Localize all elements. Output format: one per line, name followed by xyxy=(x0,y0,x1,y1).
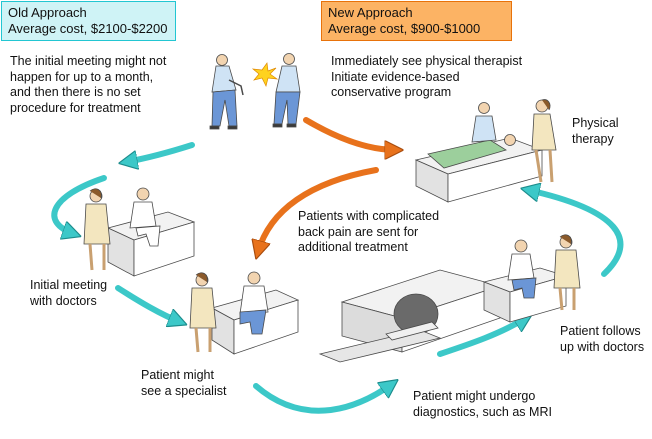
physical-therapy-label-line: Physical xyxy=(572,116,619,130)
old-approach-description: The initial meeting might not happen for… xyxy=(10,54,166,116)
diagnostics-label-line: Patient might undergo xyxy=(413,389,536,403)
arrow-mri-to-followup xyxy=(437,318,526,357)
specialist-scene xyxy=(189,271,300,355)
old-description-line: The initial meeting might not xyxy=(10,54,167,68)
physical-therapy-scene xyxy=(414,99,557,203)
arrow-left-to-initial xyxy=(51,175,107,234)
arrow-new-to-therapy xyxy=(303,117,396,150)
specialist-label: Patient might see a specialist xyxy=(141,368,226,399)
patient-back-pain-figure-2 xyxy=(272,53,301,128)
old-path-arrows xyxy=(51,142,624,414)
old-description-line: happen for up to a month, xyxy=(10,69,154,84)
old-approach-cost: Average cost, $2100-$2200 xyxy=(8,21,168,36)
specialist-label-line: see a specialist xyxy=(141,383,227,398)
follow-up-label: Patient follows up with doctors xyxy=(560,324,644,355)
new-approach-box: New Approach Average cost, $900-$1000 xyxy=(321,1,512,41)
follow-up-label-line: up with doctors xyxy=(560,339,645,354)
arrow-old-to-left xyxy=(126,142,195,162)
follow-up-label-line: Patient follows xyxy=(560,324,641,338)
mri-scene xyxy=(318,269,502,363)
initial-meeting-scene xyxy=(83,187,196,277)
arrow-followup-to-therapy xyxy=(528,190,624,277)
follow-up-scene xyxy=(482,234,581,323)
patient-back-pain-figure-1 xyxy=(209,54,244,130)
complicated-label-line: Patients with complicated xyxy=(298,209,440,223)
new-path-arrows xyxy=(258,117,396,252)
initial-meeting-label-line: Initial meeting xyxy=(30,278,108,292)
new-approach-cost: Average cost, $900-$1000 xyxy=(328,21,481,36)
complicated-label-line: back pain are sent for xyxy=(298,224,419,239)
physical-therapy-label: Physical therapy xyxy=(572,116,619,147)
old-description-line: procedure for treatment xyxy=(10,100,141,115)
new-description-line: Immediately see physical therapist xyxy=(331,54,523,68)
arrow-therapy-to-specialist xyxy=(258,167,379,252)
new-description-line: Initiate evidence-based xyxy=(331,69,460,84)
new-approach-title: New Approach xyxy=(328,5,413,20)
physical-therapy-label-line: therapy xyxy=(572,131,614,146)
complicated-label-line: additional treatment xyxy=(298,240,408,254)
initial-meeting-label-line: with doctors xyxy=(30,293,97,308)
arrow-initial-to-specialist xyxy=(115,285,180,322)
diagnostics-label: Patient might undergo diagnostics, such … xyxy=(413,389,552,420)
new-approach-description: Immediately see physical therapist Initi… xyxy=(331,54,522,101)
diagnostics-label-line: diagnostics, such as MRI xyxy=(413,404,552,419)
complicated-back-pain-label: Patients with complicated back pain are … xyxy=(298,209,439,256)
specialist-label-line: Patient might xyxy=(141,368,214,382)
pain-burst-icon xyxy=(251,62,279,88)
initial-meeting-label: Initial meeting with doctors xyxy=(30,278,107,309)
new-description-line: conservative program xyxy=(331,85,452,99)
old-description-line: and then there is no set xyxy=(10,85,141,99)
arrow-specialist-to-mri xyxy=(253,384,392,414)
old-approach-title: Old Approach xyxy=(8,5,87,20)
old-approach-box: Old Approach Average cost, $2100-$2200 xyxy=(1,1,176,41)
